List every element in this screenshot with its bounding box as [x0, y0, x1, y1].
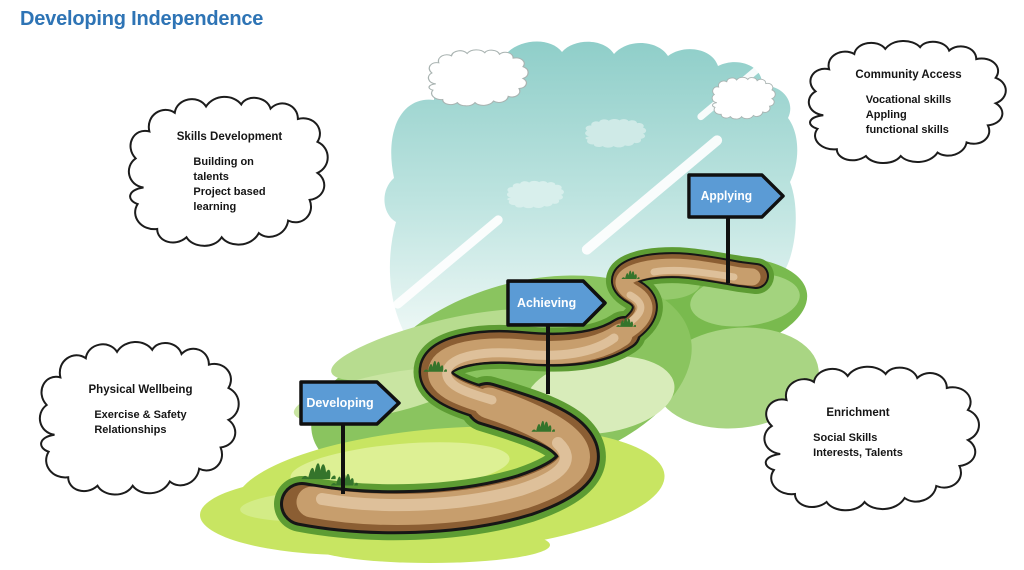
sign-achieving: Achieving: [506, 279, 607, 327]
cloud-line: Building on: [193, 156, 254, 168]
cloud-line: Appling: [865, 109, 907, 121]
thought-cloud-enrichment: Enrichment Social Skills Interests, Tale…: [757, 362, 989, 522]
cloud-line: functional skills: [865, 124, 949, 136]
sign-post-applying: [726, 216, 730, 283]
sign-post-achieving: [546, 324, 550, 394]
sign-applying-label: Applying: [701, 189, 752, 203]
sign-developing: Developing: [299, 380, 401, 426]
cloud-line: Project based: [193, 186, 266, 198]
thought-cloud-community-access: Community Access Vocational skills Appli…: [802, 37, 1015, 173]
page-title: Developing Independence: [20, 8, 264, 30]
cloud-line: Exercise & Safety: [94, 409, 187, 421]
cloud-shape-icon: [757, 362, 989, 522]
cloud-title: Physical Wellbeing: [88, 384, 193, 396]
cloud-line: talents: [193, 171, 229, 183]
cloud-shape-icon: [33, 337, 248, 507]
cloud-line: Interests, Talents: [813, 447, 903, 459]
cloud-title: Enrichment: [826, 407, 890, 419]
cloud-shape-icon: [122, 92, 337, 258]
sign-applying: Applying: [687, 173, 785, 219]
cloud-title: Community Access: [855, 69, 962, 81]
thought-cloud-skills-development: Skills Development Building on talents P…: [122, 92, 337, 258]
sign-post-developing: [341, 424, 345, 494]
cloud-shape-icon: [802, 37, 1015, 173]
cloud-title: Skills Development: [176, 131, 283, 143]
sign-achieving-label: Achieving: [517, 295, 576, 310]
sign-developing-label: Developing: [306, 396, 373, 410]
sign-arrow-shape: [506, 279, 607, 327]
cloud-line: Relationships: [94, 424, 167, 436]
thought-cloud-physical-wellbeing: Physical Wellbeing Exercise & Safety Rel…: [33, 337, 248, 507]
cloud-line: Vocational skills: [865, 94, 952, 106]
sign-arrow-shape: [687, 173, 785, 219]
cloud-line: Social Skills: [813, 432, 878, 444]
sign-arrow-shape: [299, 380, 401, 426]
cloud-line: learning: [193, 201, 237, 213]
